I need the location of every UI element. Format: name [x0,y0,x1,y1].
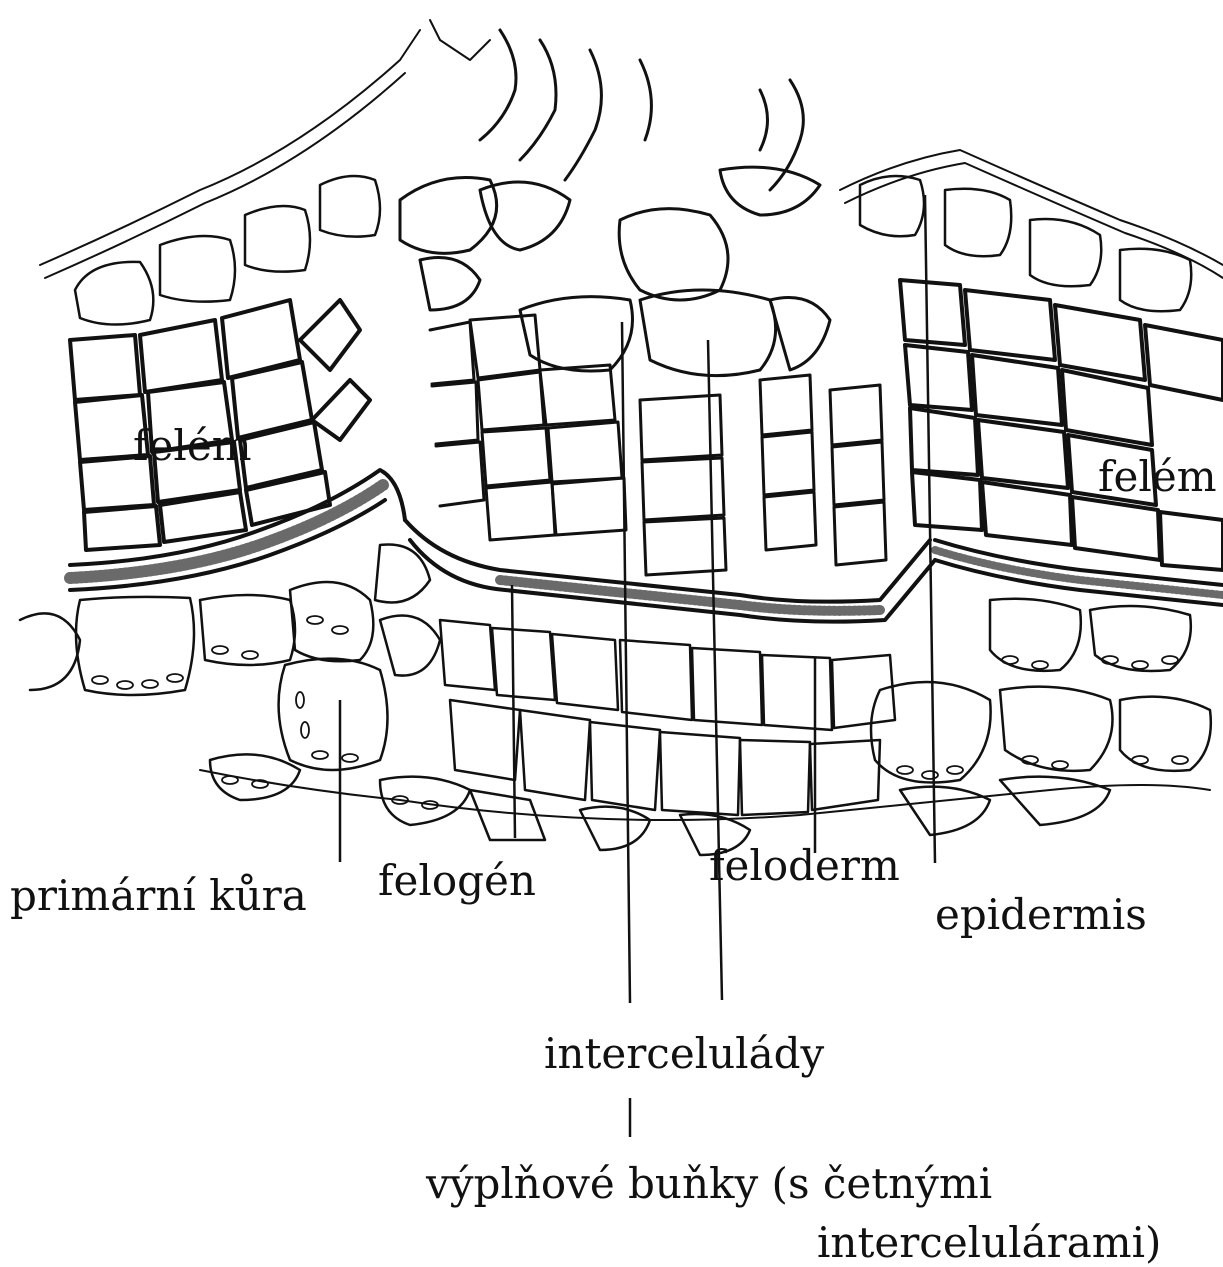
label-primarni-kura: primární kůra [10,875,307,917]
filling-cells-center [400,30,886,575]
cortex-right-cells [871,599,1211,835]
leader-felogen [512,585,515,838]
label-felem-right: felém [1098,456,1217,498]
label-intercelulary: intercelulády [544,1033,824,1075]
cortex-left-cells [20,544,470,825]
label-felogen: felogén [378,860,536,902]
leader-intercelulary-2 [708,340,722,1000]
phellogen-band-center [405,520,935,622]
label-epidermis: epidermis [935,894,1147,936]
label-vyplnove-bunky-line2: intercelulárami) [817,1222,1161,1264]
leader-lines [340,195,935,1137]
epidermis-layer [40,20,1223,278]
label-feloderm: feloderm [709,845,900,887]
label-vyplnove-bunky-line1: výplňové buňky (s četnými [426,1163,992,1205]
felem-right-cells [860,176,1223,570]
felem-left-cells [70,176,380,550]
leader-epidermis [925,195,935,863]
label-felem-left: felém [133,425,252,467]
leader-intercelulary-1 [622,322,630,1003]
